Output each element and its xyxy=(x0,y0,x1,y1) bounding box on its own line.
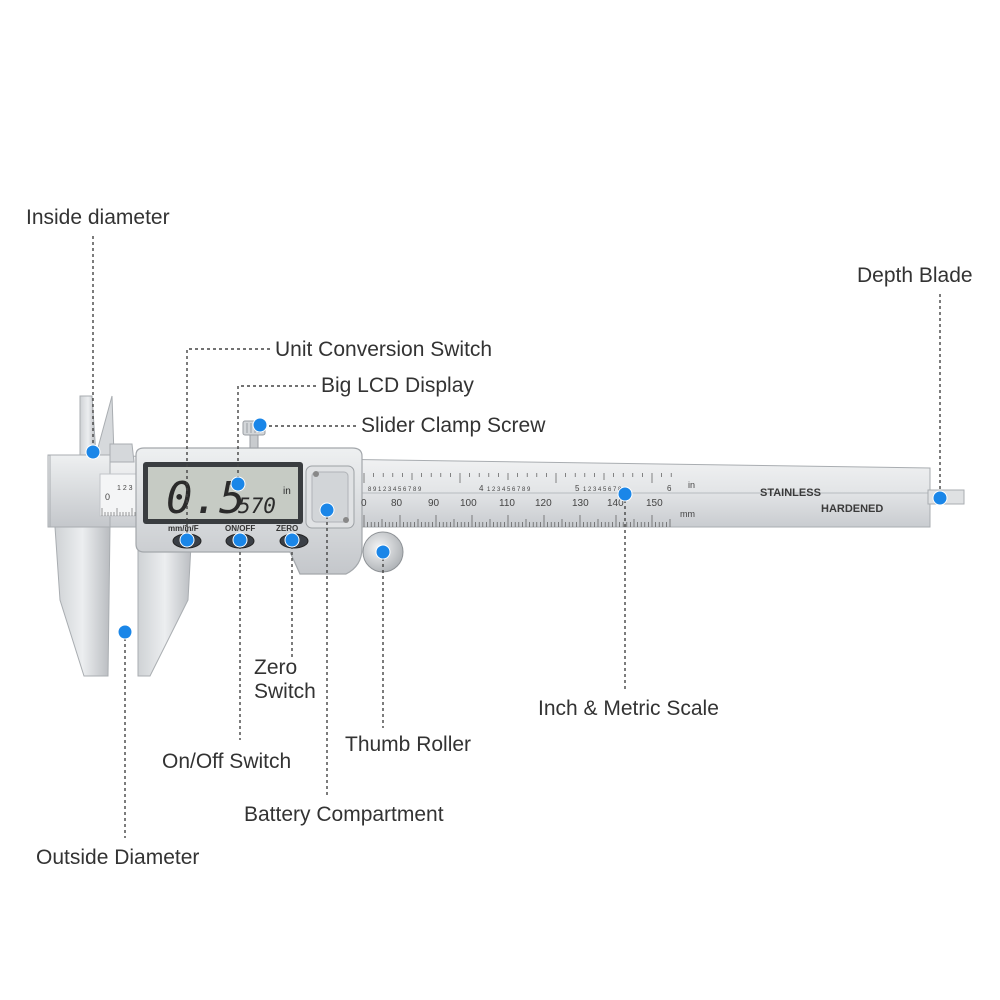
label-zero-switch-line2: Switch xyxy=(254,680,316,703)
inch-digits-b: 4 xyxy=(479,484,484,493)
dot-battery xyxy=(319,502,335,518)
inch-scale-ticks xyxy=(363,473,672,483)
unit-button-label: mm/in/F xyxy=(168,524,199,533)
dot-scale xyxy=(617,486,633,502)
dot-lcd-display xyxy=(230,476,246,492)
mm-number-120: 120 xyxy=(535,498,552,509)
dot-thumb-roller xyxy=(375,544,391,560)
battery-compartment[interactable] xyxy=(305,465,355,529)
label-unit-conversion-switch: Unit Conversion Switch xyxy=(275,338,493,361)
mm-unit-label: mm xyxy=(680,509,695,519)
mm-number-100: 100 xyxy=(460,498,477,509)
label-outside-diameter: Outside Diameter xyxy=(36,846,200,869)
lcd-reading-fraction: 570 xyxy=(238,494,276,518)
lcd-display: 0.5 570 in xyxy=(143,462,303,524)
lcd-unit: in xyxy=(283,486,291,497)
label-zero-switch-line1: Zero xyxy=(254,656,298,679)
leader-lines xyxy=(92,236,941,838)
dot-zero-switch xyxy=(284,532,300,548)
fixed-jaw xyxy=(49,395,115,677)
dot-on-off xyxy=(232,532,248,548)
stamp-hardened: HARDENED xyxy=(821,503,883,515)
dot-inside-diameter xyxy=(85,444,101,460)
inch-digits-c: 1 2 3 4 5 6 7 8 9 xyxy=(487,487,531,493)
dot-depth-blade xyxy=(932,490,948,506)
mm-number-80: 80 xyxy=(391,498,403,509)
dot-clamp-screw xyxy=(252,417,268,433)
mm-number-90: 90 xyxy=(428,498,440,509)
mm-number-130: 130 xyxy=(572,498,589,509)
callout-dots xyxy=(85,417,948,640)
inch-digits-d: 5 xyxy=(575,484,580,493)
dot-outside-diameter xyxy=(117,624,133,640)
label-depth-blade: Depth Blade xyxy=(857,264,973,287)
mm-number-0: 0 xyxy=(361,498,367,509)
jaw-inch-digits: 1 2 3 xyxy=(117,485,133,492)
leader-lcd-display xyxy=(237,385,316,484)
power-button-label: ON/OFF xyxy=(225,524,255,533)
mm-number-140: 140 xyxy=(607,498,624,509)
label-inch-metric-scale: Inch & Metric Scale xyxy=(538,697,719,720)
label-inside-diameter: Inside diameter xyxy=(26,206,170,229)
label-big-lcd-display: Big LCD Display xyxy=(321,374,474,397)
label-thumb-roller: Thumb Roller xyxy=(345,733,472,756)
zero-button-label: ZERO xyxy=(276,524,298,533)
jaw-inch-zero: 0 xyxy=(105,492,110,502)
inch-unit-label: in xyxy=(688,480,695,490)
label-slider-clamp-screw: Slider Clamp Screw xyxy=(361,414,546,437)
inch-digits-f: 6 xyxy=(667,484,672,493)
mm-number-110: 110 xyxy=(499,498,515,509)
inch-digits-e: 1 2 3 4 5 6 7 8 9 xyxy=(583,487,627,493)
mm-number-150: 150 xyxy=(646,498,663,509)
label-on-off-switch: On/Off Switch xyxy=(162,750,292,773)
mm-scale-ticks xyxy=(101,508,671,527)
inch-digits-a: 8 9 1 2 3 4 5 6 7 8 9 xyxy=(368,487,422,493)
label-battery-compartment: Battery Compartment xyxy=(244,803,444,826)
dot-unit-conversion xyxy=(179,532,195,548)
stamp-stainless: STAINLESS xyxy=(760,487,821,499)
leader-unit-conversion xyxy=(186,348,270,540)
